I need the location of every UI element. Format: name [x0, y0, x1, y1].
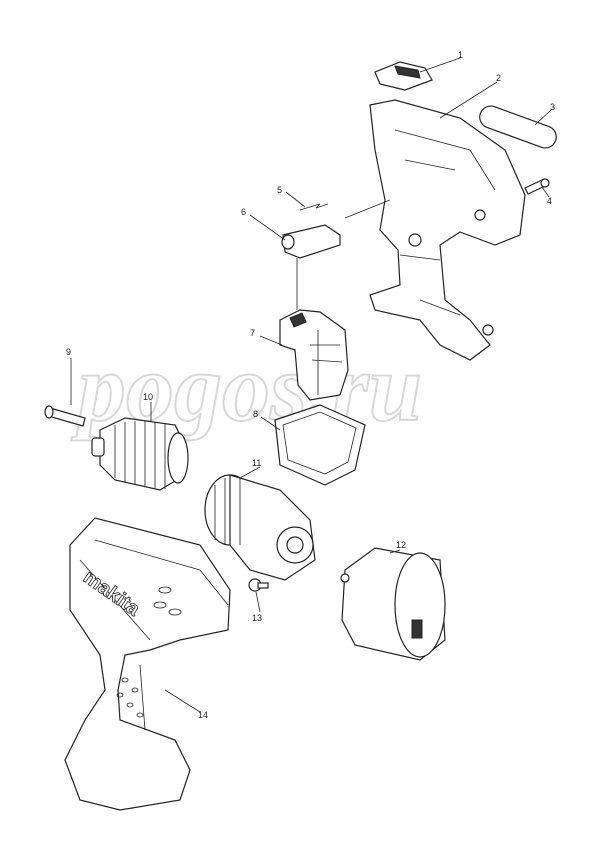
part-8-cover-plate [274, 404, 366, 486]
leader-lines [70, 57, 552, 713]
part-10-keyless-chuck [91, 417, 189, 491]
callout-10: 10 [143, 392, 153, 402]
part-12-motor [340, 547, 446, 661]
part-7-switch-unit [279, 309, 349, 401]
part-6-slide-switch [281, 224, 341, 259]
callout-13: 13 [252, 613, 262, 623]
part-5-spring [299, 203, 329, 211]
callout-9: 9 [66, 347, 71, 357]
part-3-label-plate [479, 105, 557, 149]
callout-3: 3 [550, 102, 555, 112]
part-13-screw [248, 578, 269, 592]
part-4-screw [524, 178, 550, 195]
callout-5: 5 [277, 185, 282, 195]
callout-2: 2 [496, 73, 501, 83]
callout-14: 14 [198, 710, 208, 720]
part-14-housing-set: makita [64, 517, 231, 811]
callout-11: 11 [252, 458, 261, 468]
part-9-screw [44, 405, 86, 427]
part-11-gear-assembly [204, 474, 316, 581]
callout-6: 6 [241, 207, 246, 217]
callout-12: 12 [396, 540, 406, 550]
part-1-switch-lever [374, 61, 433, 91]
callout-7: 7 [250, 328, 255, 338]
callout-8: 8 [253, 409, 258, 419]
callout-1: 1 [458, 50, 463, 60]
part-2-housing-half [369, 99, 526, 361]
callout-4: 4 [547, 196, 552, 206]
